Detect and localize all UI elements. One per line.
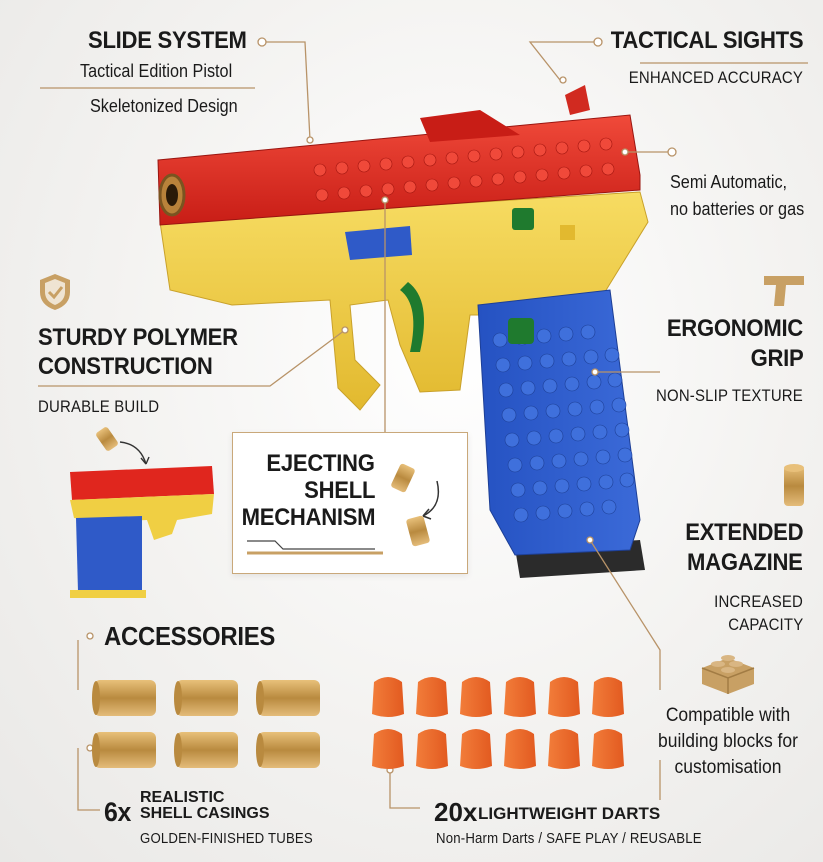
shell-casing xyxy=(92,680,156,716)
foam-dart xyxy=(548,729,580,769)
grip-subtitle: NON-SLIP TEXTURE xyxy=(656,386,803,405)
shell-casings-group xyxy=(92,680,320,768)
ejecting-line2: SHELL xyxy=(304,477,375,504)
foam-dart xyxy=(460,729,492,769)
magazine-subtitle-line2: CAPACITY xyxy=(727,615,803,634)
shield-check-icon xyxy=(40,274,70,310)
tactical-sights-title: TACTICAL SIGHTS xyxy=(610,27,803,54)
grip-title-line2: GRIP xyxy=(750,345,803,372)
compatible-line3: customisation xyxy=(674,757,782,778)
magazine-title-line1: EXTENDED xyxy=(684,519,803,546)
shell-motion-icon xyxy=(391,463,440,547)
foam-dart xyxy=(460,677,492,717)
polymer-title-line1: STURDY POLYMER xyxy=(38,324,238,351)
ejecting-line3: MECHANISM xyxy=(241,504,375,531)
grip-title-line1: ERGONOMIC xyxy=(666,315,803,342)
leader-casings xyxy=(77,748,100,811)
foam-dart xyxy=(372,677,404,717)
leader-darts xyxy=(389,770,420,809)
foam-dart xyxy=(504,677,536,717)
leader-polymer xyxy=(38,329,346,387)
semi-auto-line2: no batteries or gas xyxy=(670,199,805,219)
compatible-line1: Compatible with xyxy=(665,705,791,726)
pistol-icon xyxy=(764,276,804,306)
shell-casing xyxy=(92,732,156,768)
ejecting-line1: EJECTING xyxy=(266,450,375,477)
casings-label-line1: REALISTIC xyxy=(140,789,225,806)
shell-casing xyxy=(256,732,320,768)
casings-subtitle: GOLDEN-FINISHED TUBES xyxy=(140,830,313,847)
darts-count: 20x xyxy=(434,797,478,827)
building-block-icon xyxy=(701,655,755,694)
slide-system-line2: Skeletonized Design xyxy=(90,96,238,116)
ejected-shell-icon xyxy=(96,427,118,451)
mag-release-button xyxy=(508,318,534,344)
leader-slide-system xyxy=(262,41,311,141)
foam-dart xyxy=(592,677,624,717)
rear-sight xyxy=(565,85,590,115)
slide-system-line1: Tactical Edition Pistol xyxy=(80,61,233,81)
foam-dart xyxy=(416,677,448,717)
mechanism-schematic-icon xyxy=(247,540,383,555)
grip-texture-studs xyxy=(492,324,635,523)
trigger xyxy=(400,282,424,352)
slide-system-title: SLIDE SYSTEM xyxy=(88,27,247,54)
leader-tactical-sights xyxy=(528,41,598,81)
foam-dart xyxy=(416,729,448,769)
darts-label: LIGHTWEIGHT DARTS xyxy=(478,804,661,823)
mini-slide xyxy=(70,466,214,500)
semi-auto-line1: Semi Automatic, xyxy=(670,172,788,192)
ejecting-mechanism-panel: EJECTING SHELL MECHANISM xyxy=(232,432,468,574)
foam-dart xyxy=(548,677,580,717)
magazine-subtitle-line1: INCREASED xyxy=(714,592,803,611)
polymer-title-line2: CONSTRUCTION xyxy=(38,353,213,380)
foam-dart-row xyxy=(372,677,624,769)
bullet-casing-icon xyxy=(784,464,804,506)
darts-subtitle: Non-Harm Darts / SAFE PLAY / REUSABLE xyxy=(436,830,702,847)
shell-casing xyxy=(256,680,320,716)
accessories-title: ACCESSORIES xyxy=(104,621,276,651)
leader-magazine xyxy=(589,539,661,690)
slide-release-block xyxy=(345,226,412,260)
shell-ejection-diagram xyxy=(70,427,214,598)
slide-studs xyxy=(313,137,615,202)
foam-dart xyxy=(372,729,404,769)
shell-casing xyxy=(174,732,238,768)
tactical-sights-subtitle: ENHANCED ACCURACY xyxy=(628,68,803,87)
foam-dart xyxy=(504,729,536,769)
shell-casing xyxy=(174,680,238,716)
foam-darts-group xyxy=(372,677,624,769)
casings-label-line2: SHELL CASINGS xyxy=(140,805,270,822)
compatible-line2: building blocks for xyxy=(658,731,798,752)
ejection-port xyxy=(420,110,520,142)
magazine-title-line2: MAGAZINE xyxy=(687,549,803,576)
slide-lock-button xyxy=(512,208,534,230)
polymer-subtitle: DURABLE BUILD xyxy=(38,397,160,416)
mini-grip xyxy=(76,516,142,592)
foam-dart xyxy=(592,729,624,769)
casings-count: 6x xyxy=(104,797,132,827)
pistol-slide xyxy=(157,114,641,226)
